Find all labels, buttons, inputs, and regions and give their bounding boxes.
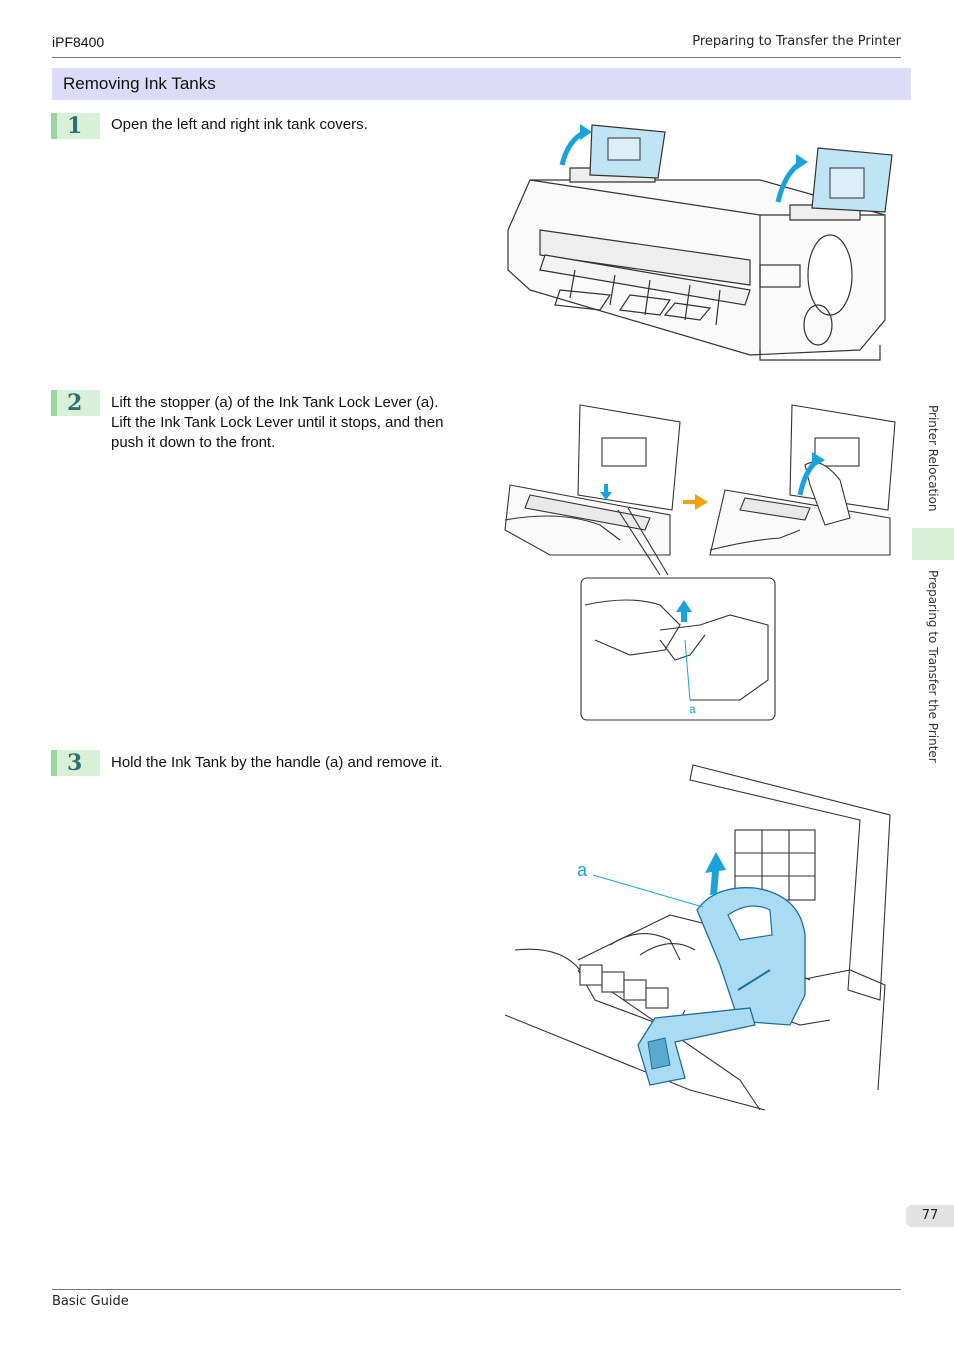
step-2-text: Lift the stopper (a) of the Ink Tank Loc…: [111, 393, 491, 453]
section-title: Removing Ink Tanks: [52, 68, 911, 100]
step-1-line: Open the left and right ink tank covers.: [111, 116, 368, 133]
footer-title: Basic Guide: [52, 1294, 129, 1309]
step-3-line: Hold the Ink Tank by the handle (a) and …: [111, 754, 443, 771]
side-tab-preparing-transfer[interactable]: Preparing to Transfer the Printer: [926, 570, 940, 763]
printer-covers-open-figure: [507, 124, 893, 361]
remove-ink-tank-figure: a: [504, 764, 891, 1111]
header-chapter: Preparing to Transfer the Printer: [692, 34, 901, 49]
step-3-text: Hold the Ink Tank by the handle (a) and …: [111, 753, 491, 773]
step-2-line: Lift the Ink Tank Lock Lever until it st…: [111, 414, 444, 431]
step-2-badge: 2: [51, 390, 100, 416]
step-2-callout-label: a: [689, 702, 696, 716]
side-tab-printer-relocation[interactable]: Printer Relocation: [926, 405, 940, 512]
step-3-badge: 3: [51, 750, 100, 776]
step-3-callout-label: a: [577, 860, 588, 880]
footer-rule: [52, 1289, 901, 1290]
step-1-text: Open the left and right ink tank covers.: [111, 115, 491, 135]
side-tab-active-marker: [912, 528, 954, 560]
header-model: iPF8400: [52, 34, 105, 50]
step-2-line: Lift the stopper (a) of the Ink Tank Loc…: [111, 394, 439, 411]
step-2-line: push it down to the front.: [111, 434, 276, 451]
page-number: 77: [906, 1205, 954, 1227]
step-1-badge: 1: [51, 113, 100, 139]
lock-lever-figure: a: [504, 404, 896, 721]
header-rule: [52, 57, 901, 58]
